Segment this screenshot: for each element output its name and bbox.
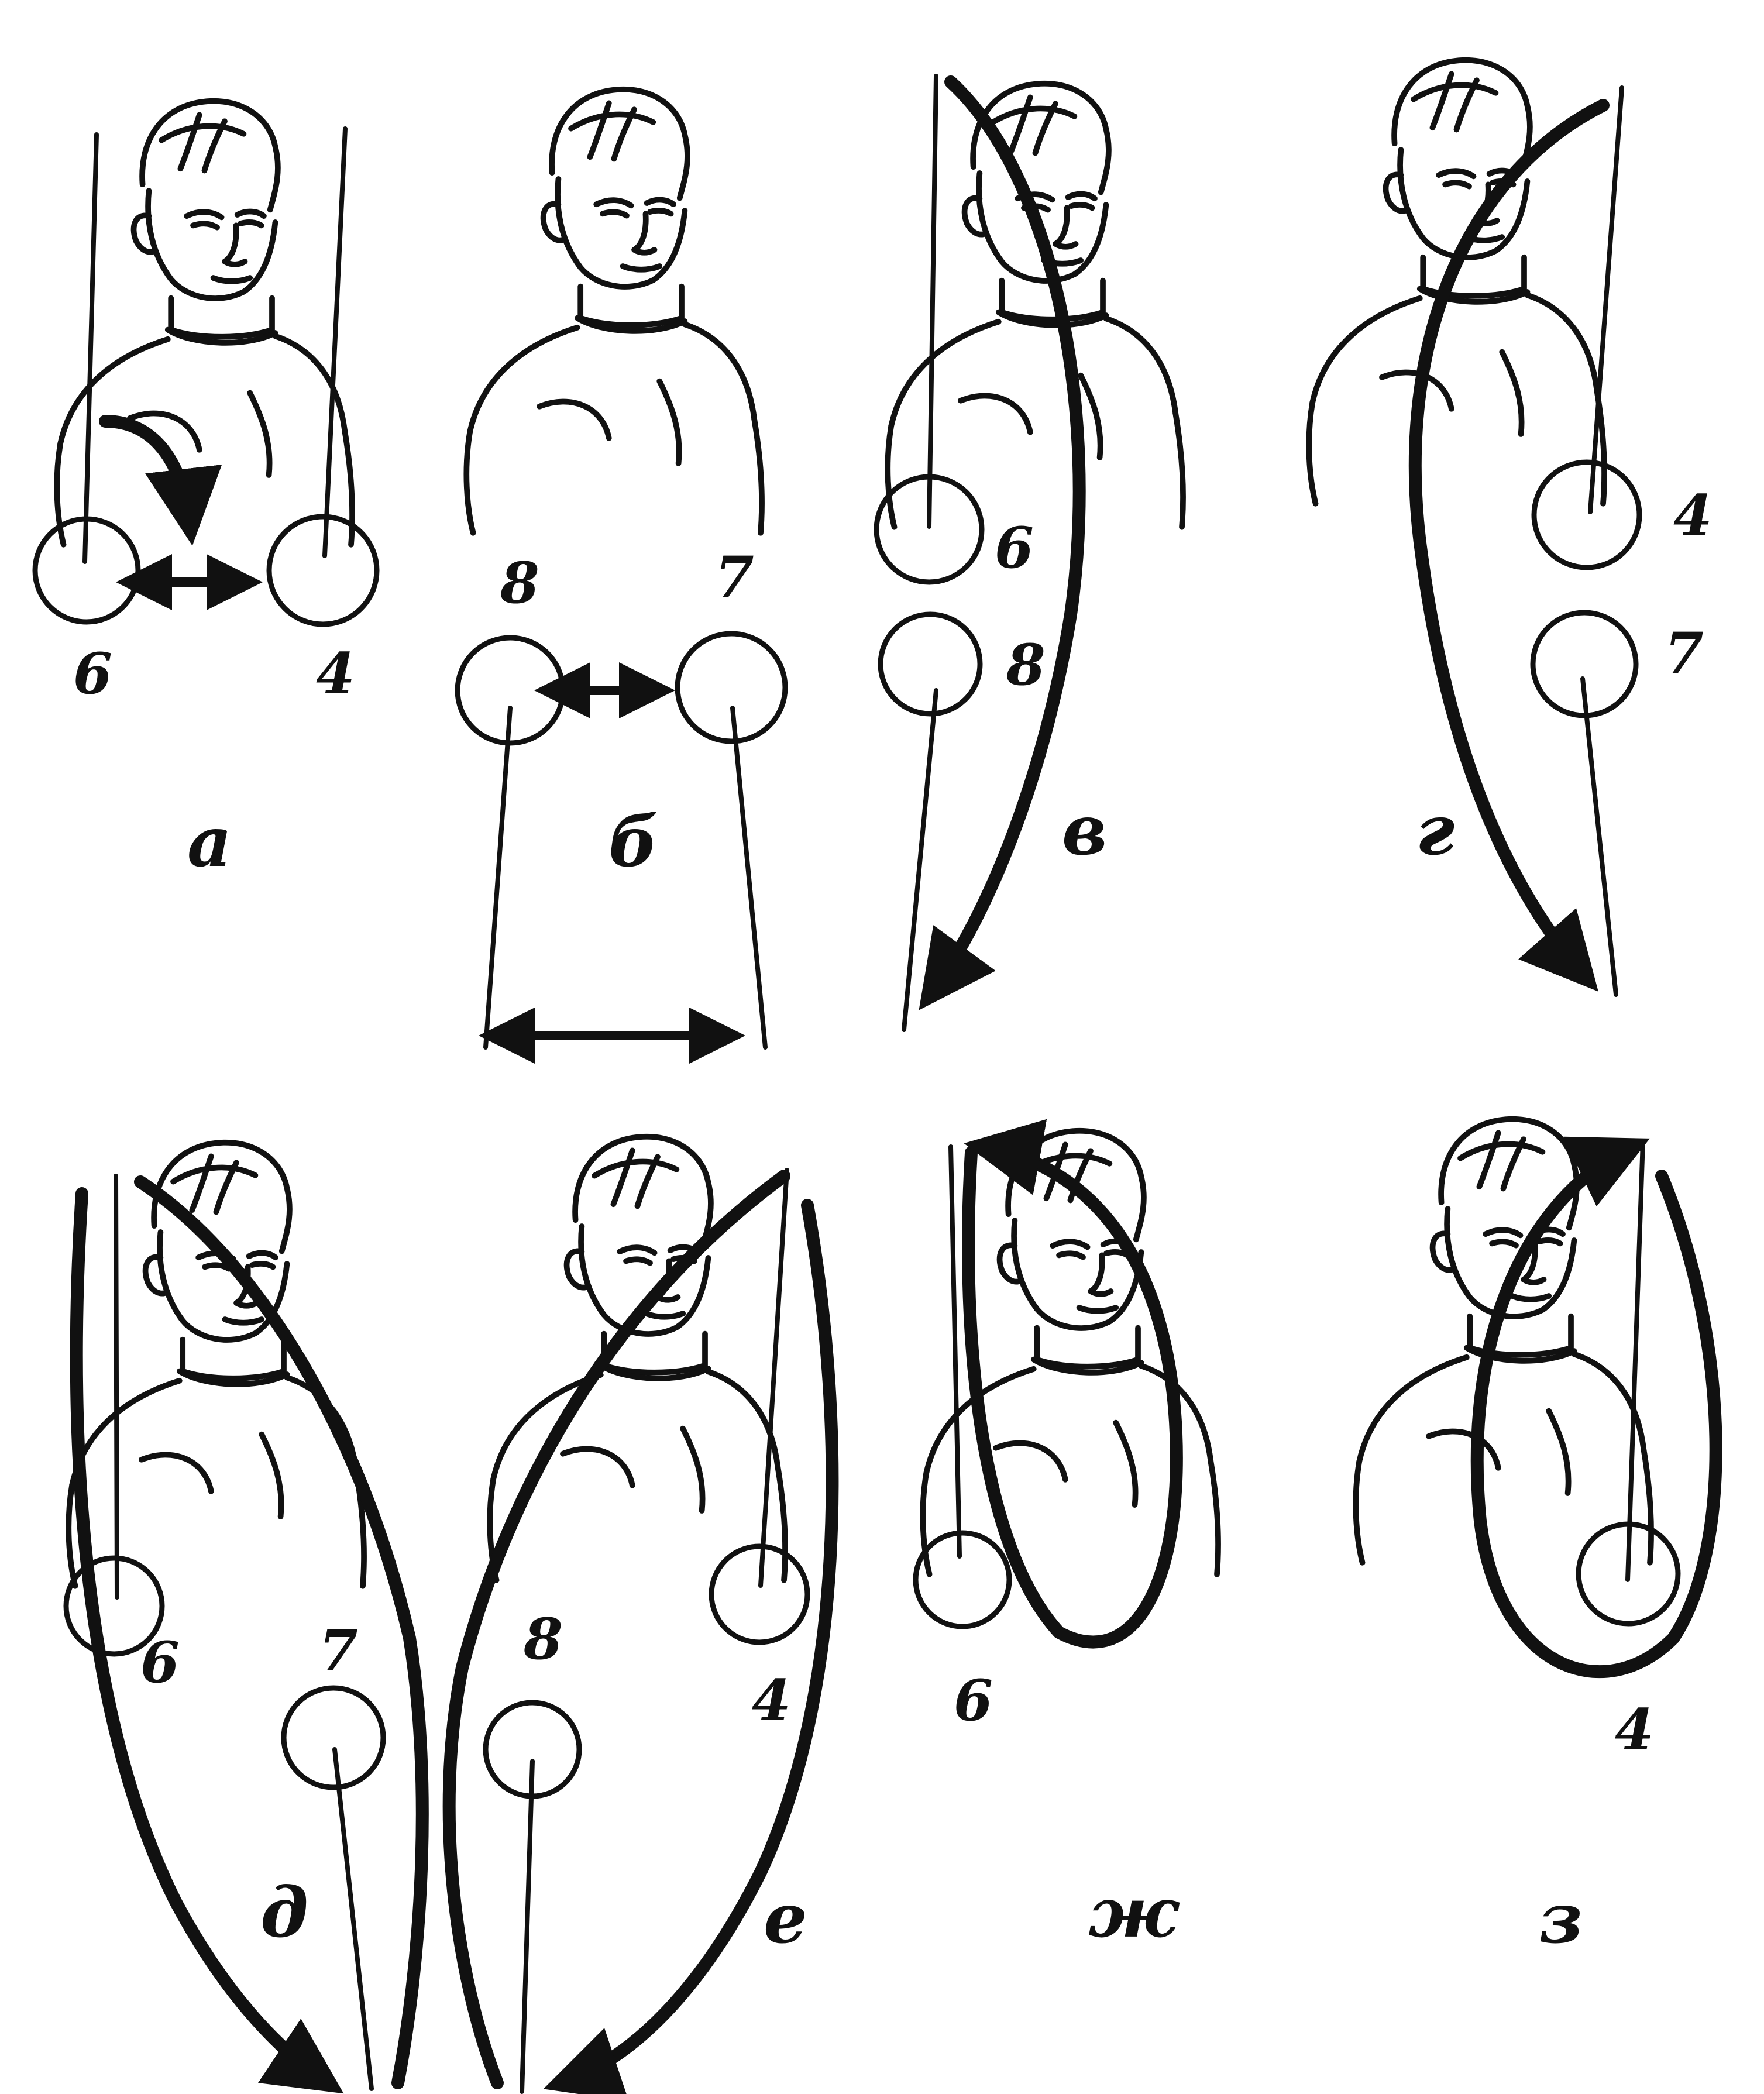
panel-letter-d: д (260, 1872, 308, 1953)
blade-line (904, 690, 936, 1030)
target-circle-4 (711, 1546, 807, 1642)
panel-e: 8 4 е (449, 1137, 833, 2092)
parry-arrow (449, 1176, 784, 2083)
fencer-figure (1356, 1119, 1651, 1563)
panel-v: 6 8 в (876, 76, 1183, 1030)
blade-line (733, 708, 765, 1047)
blade-line (85, 135, 97, 562)
target-circle-4 (1534, 462, 1639, 568)
blade-line (1583, 679, 1616, 995)
target-label-4: 4 (752, 1667, 791, 1734)
panel-letter-g: г (1416, 789, 1454, 871)
target-label-6: 6 (954, 1667, 993, 1734)
target-label-7: 7 (319, 1618, 358, 1684)
panel-z: 4 з (1356, 1119, 1715, 1959)
panel-b: 8 7 б (458, 90, 785, 1047)
target-label-7: 7 (715, 544, 754, 610)
target-circle-4 (269, 517, 377, 624)
target-label-6: 6 (140, 1629, 180, 1696)
panel-letter-e: е (764, 1878, 807, 1959)
target-label-4: 4 (316, 641, 355, 707)
panel-letter-z: з (1539, 1878, 1583, 1959)
blade-line (1628, 1141, 1643, 1580)
panel-a: 6 4 а (35, 101, 377, 882)
panel-g: 4 7 г (1309, 60, 1712, 995)
fencer-figure (57, 101, 352, 545)
hand-arrow (105, 421, 190, 527)
blade-line (929, 76, 936, 527)
target-label-8: 8 (1006, 632, 1046, 698)
target-label-8: 8 (523, 1606, 563, 1672)
target-circle-8 (881, 614, 980, 714)
fencer-figure (466, 90, 762, 533)
blade-line (335, 1749, 372, 2089)
target-label-4: 4 (1615, 1697, 1654, 1763)
parry-arrow (968, 1147, 1177, 1642)
panel-d: 6 7 д (66, 1143, 422, 2089)
panel-zh: 6 ж (916, 1131, 1218, 1953)
panel-letter-a: а (187, 801, 232, 882)
target-circle-7 (678, 634, 785, 741)
blade-line (486, 708, 510, 1047)
blade-line (951, 1147, 960, 1556)
blade-line (116, 1176, 117, 1597)
target-label-4: 4 (1673, 483, 1713, 549)
target-label-6: 6 (73, 641, 112, 707)
blade-line (325, 129, 345, 556)
target-label-8: 8 (500, 550, 539, 616)
panel-letter-v: в (1062, 789, 1108, 871)
panel-letter-zh: ж (1088, 1872, 1180, 1953)
target-label-6: 6 (995, 515, 1034, 581)
parry-arrow (1477, 1147, 1716, 1672)
fencer-figure (68, 1143, 364, 1586)
panel-letter-b: б (608, 801, 658, 882)
target-circle-7 (284, 1688, 383, 1787)
blade-line (522, 1761, 532, 2092)
target-circle-6 (916, 1533, 1009, 1627)
target-label-7: 7 (1665, 620, 1704, 686)
